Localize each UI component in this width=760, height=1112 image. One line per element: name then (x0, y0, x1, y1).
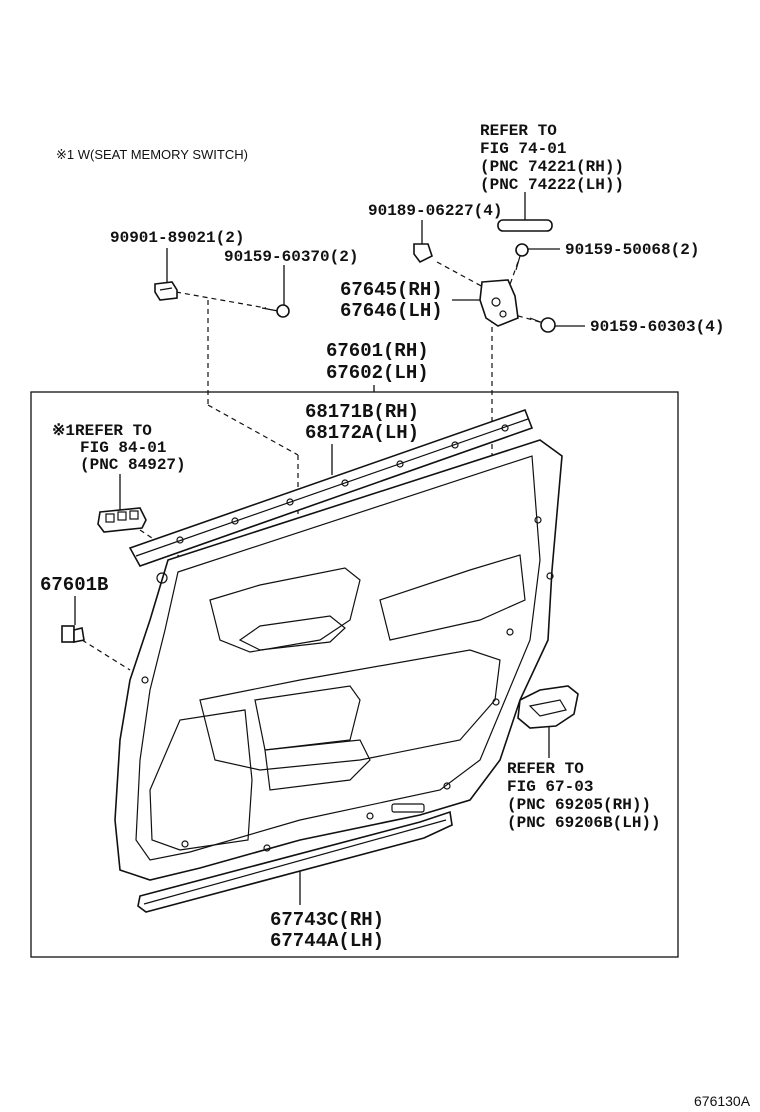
screw-90159-60303 (529, 317, 556, 333)
part-label-90189-06227: 90189-06227(4) (368, 202, 502, 220)
part-label-90901-89021: 90901-89021(2) (110, 229, 244, 247)
svg-text:FIG 84-01: FIG 84-01 (80, 439, 166, 457)
assembly-frame (30, 391, 679, 958)
refer-fig-74-01-callout: REFER TO FIG 74-01 (PNC 74221(RH)) (PNC … (480, 122, 624, 194)
lower-garnish-67743c (137, 810, 453, 913)
screw-90159-50068 (515, 243, 529, 271)
svg-text:(PNC 69206B(LH)): (PNC 69206B(LH)) (507, 814, 661, 832)
part-label-67601: 67601(RH) (326, 340, 429, 362)
part-label-90159-60303: 90159-60303(4) (590, 318, 724, 336)
part-label-90159-60370: 90159-60370(2) (224, 248, 358, 266)
screw-90159-60370 (261, 304, 290, 318)
svg-text:(PNC 74221(RH)): (PNC 74221(RH)) (480, 158, 624, 176)
refer-fig-67-03-callout: REFER TO FIG 67-03 (PNC 69205(RH)) (PNC … (507, 760, 661, 832)
svg-text:(PNC 74222(LH)): (PNC 74222(LH)) (480, 176, 624, 194)
part-label-67645: 67645(RH) (340, 279, 443, 301)
svg-text:(PNC 84927): (PNC 84927) (80, 456, 186, 474)
clip-90189 (413, 243, 433, 264)
part-label-67602: 67602(LH) (326, 362, 429, 384)
seal-74221 (497, 219, 553, 232)
part-label-68171b: 68171B(RH) (305, 401, 419, 423)
svg-text:(PNC 69205(RH)): (PNC 69205(RH)) (507, 796, 651, 814)
clip-90901 (154, 281, 178, 301)
part-label-67646: 67646(LH) (340, 300, 443, 322)
svg-text:※1REFER TO: ※1REFER TO (52, 422, 152, 440)
door-trim-panel-67601 (114, 439, 563, 881)
weatherstrip-68171b (128, 408, 534, 567)
leader-lines (74, 192, 585, 905)
part-label-90159-50068: 90159-50068(2) (565, 241, 699, 259)
part-label-68172a: 68172A(LH) (305, 422, 419, 444)
svg-text:REFER TO: REFER TO (480, 122, 557, 140)
part-label-67744a: 67744A(LH) (270, 930, 384, 952)
part-label-67743c: 67743C(RH) (270, 909, 384, 931)
svg-text:REFER TO: REFER TO (507, 760, 584, 778)
svg-text:FIG 67-03: FIG 67-03 (507, 778, 593, 796)
memory-switch-84927 (97, 507, 147, 533)
figure-id: 676130A (694, 1093, 751, 1109)
bracket-67645 (479, 279, 519, 327)
seat-memory-switch-note: ※1 W(SEAT MEMORY SWITCH) (56, 147, 248, 162)
clip-67601b (61, 625, 85, 643)
part-label-67601b: 67601B (40, 574, 108, 596)
inside-handle-69205 (517, 685, 579, 729)
refer-fig-84-01-callout: ※1REFER TO FIG 84-01 (PNC 84927) (52, 422, 186, 474)
svg-text:FIG 74-01: FIG 74-01 (480, 140, 566, 158)
